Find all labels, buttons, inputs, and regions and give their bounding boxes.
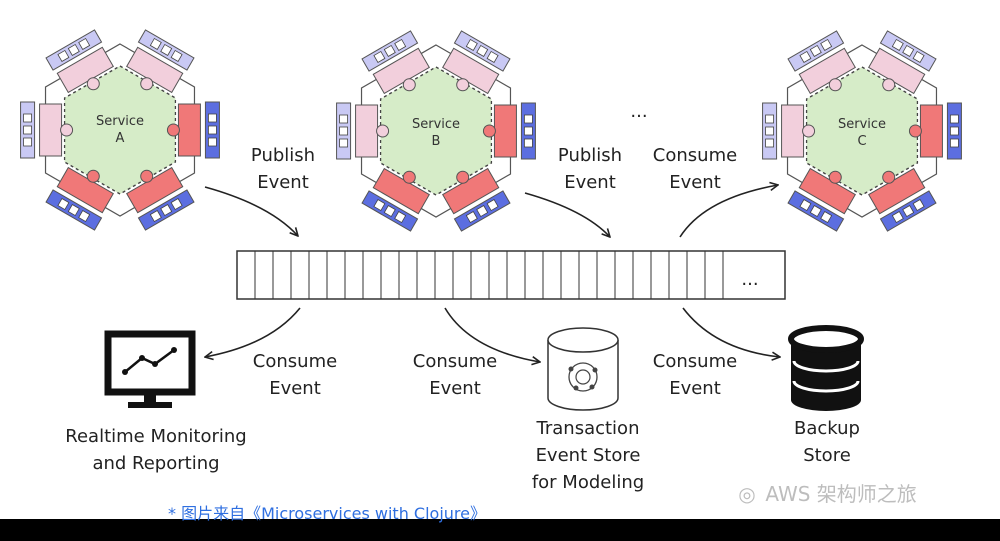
architecture-diagram (20, 29, 962, 411)
arrow-publish-a (204, 186, 298, 236)
arrow-consume-transaction (444, 307, 540, 362)
log-ellipsis: ... (741, 269, 759, 290)
consume-event-label-monitor: Consume Event (252, 351, 338, 399)
transaction-store-label: Transaction Event Store for Modeling (531, 418, 645, 493)
backup-database-icon (788, 325, 864, 411)
service-c-hexagon (762, 30, 962, 232)
publish-event-label-b: Publish Event (557, 145, 623, 193)
database-cylinder-icon (547, 327, 619, 411)
monitor-label: Realtime Monitoring and Reporting (65, 426, 247, 474)
service-c-label: Service C (837, 117, 887, 149)
watermark: ◎ AWS 架构师之旅 (735, 482, 917, 506)
service-a-hexagon (20, 29, 220, 231)
arrow-consume-c (679, 185, 778, 238)
consume-event-label-transaction: Consume Event (412, 351, 498, 399)
service-b-label: Service B (411, 117, 461, 149)
event-log (236, 250, 786, 300)
wechat-icon: ◎ (738, 482, 756, 506)
arrow-consume-backup (682, 307, 780, 357)
backup-store-label: Backup Store (794, 418, 860, 466)
services-ellipsis: ... (630, 101, 648, 122)
consume-event-label-c: Consume Event (652, 145, 738, 193)
service-a-label: Service A (95, 114, 145, 146)
consume-event-label-backup: Consume Event (652, 351, 738, 399)
monitor-icon (104, 330, 196, 408)
image-source-caption: * 图片来自《Microservices with Clojure》 (168, 504, 486, 523)
arrow-consume-monitor (205, 307, 301, 357)
arrow-publish-b (524, 192, 610, 237)
service-b-hexagon (336, 30, 536, 232)
diagram-canvas: Service A Service B Service C ... ... Pu… (0, 0, 1000, 519)
publish-event-label-a: Publish Event (250, 145, 316, 193)
